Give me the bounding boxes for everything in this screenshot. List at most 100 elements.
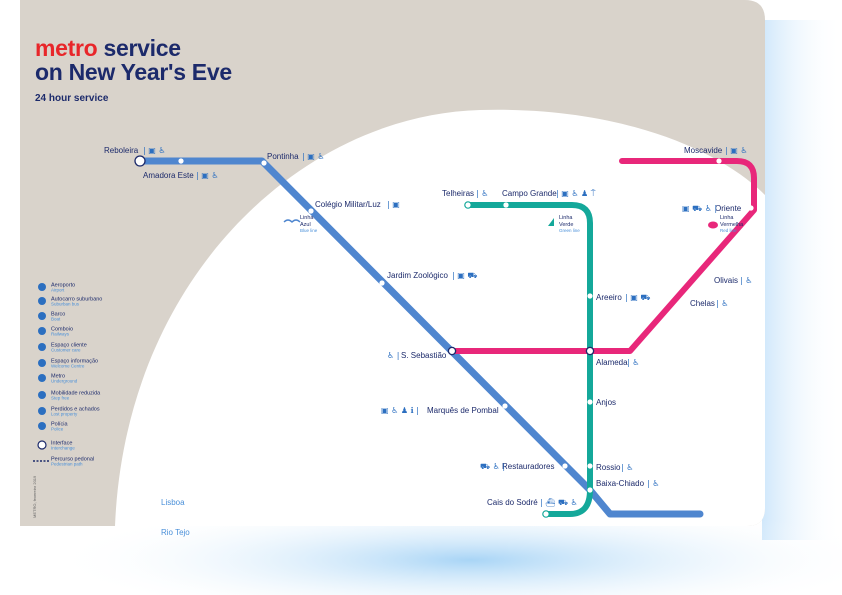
station-chelas: Chelas xyxy=(690,299,715,308)
line-red-name-en: Red line xyxy=(720,228,737,233)
legend-sublabel: Underground xyxy=(51,379,78,384)
line-blue-name-en: Blue line xyxy=(300,228,318,233)
boat-icon xyxy=(38,312,46,320)
rossio-icons: | ♿ xyxy=(621,463,633,472)
line-red-name: Vermelha xyxy=(720,222,744,228)
legend-sublabel: Welcome Centre xyxy=(51,364,85,369)
bus-icon xyxy=(38,297,46,305)
line-blue-prefix: Linha xyxy=(300,215,314,221)
station-oriente: Oriente xyxy=(715,204,742,213)
station-dot xyxy=(379,280,385,286)
station-sebastiao: S. Sebastião xyxy=(401,351,447,360)
legend-label: Metro xyxy=(51,374,65,380)
station-dot xyxy=(562,463,568,469)
station-moscavide: Moscavide xyxy=(684,146,723,155)
station-alameda: Alameda xyxy=(596,358,628,367)
station-dot xyxy=(716,158,722,164)
station-dot xyxy=(587,487,593,493)
jardim-icons: | ▣ ⛟ xyxy=(452,271,477,280)
legend-sublabel: Customer care xyxy=(51,348,81,353)
legend-sublabel: Boat xyxy=(51,317,61,322)
legend-label: Autocarro suburbano xyxy=(51,297,102,303)
legend-sublabel: Pedestrian path xyxy=(51,462,83,467)
page-subtitle: 24 hour service xyxy=(35,93,109,104)
reboleira-icons: | ▣ ♿ xyxy=(143,146,166,155)
oriente-icons: ▣ ⛟ ♿ | xyxy=(682,204,717,213)
page-title: metro service on New Year's Eve xyxy=(35,36,232,84)
station-colegio: Colégio Militar/Luz xyxy=(315,200,381,209)
line-marker-green: Linha Verde Green line xyxy=(548,215,580,233)
restauradores-icons: ⛟ ♿ | xyxy=(480,462,505,471)
station-areeiro: Areeiro xyxy=(596,293,622,302)
title-brand: metro xyxy=(35,35,98,61)
line-red-prefix: Linha xyxy=(720,215,734,221)
compass-icon xyxy=(708,221,718,229)
station-amadora: Amadora Este xyxy=(143,171,194,180)
title-rest: service xyxy=(97,35,181,61)
station-dot xyxy=(308,208,314,214)
legend-label: Polícia xyxy=(51,422,68,428)
telheiras-terminus xyxy=(464,201,472,209)
station-dot xyxy=(178,158,184,164)
legend-sublabel: Railways xyxy=(51,332,70,337)
station-dot xyxy=(706,270,712,276)
legend-label: Barco xyxy=(51,312,65,318)
station-baixa: Baixa-Chiado xyxy=(596,479,645,488)
station-dot xyxy=(587,399,593,405)
police-icon xyxy=(38,422,46,430)
olivais-icons: | ♿ xyxy=(740,276,752,285)
city-area xyxy=(115,109,765,526)
station-restauradores: Restauradores xyxy=(502,462,554,471)
station-caisdosodre: Cais do Sodré xyxy=(487,498,538,507)
metro-icon xyxy=(38,374,46,382)
green-line xyxy=(465,202,593,517)
station-dot xyxy=(682,295,688,301)
station-anjos: Anjos xyxy=(596,398,616,407)
right-water-glow xyxy=(762,20,842,540)
campogrande-dot xyxy=(503,202,509,208)
legend-label: Perdidos e achados xyxy=(51,407,100,413)
river-label: Rio Tejo xyxy=(161,528,190,537)
baixa-icons: | ♿ xyxy=(647,479,659,488)
telheiras-icons: | ♿ xyxy=(476,189,488,198)
legend-label: Espaço informação xyxy=(51,359,98,365)
station-dot xyxy=(587,293,593,299)
chelas-icons: | ♿ xyxy=(716,299,728,308)
seagull-icon xyxy=(283,219,301,223)
red-line xyxy=(449,158,757,354)
legend-label: Interface xyxy=(51,441,72,447)
moscavide-icons: | ▣ ♿ xyxy=(725,146,748,155)
line-marker-blue: Linha Azul Blue line xyxy=(283,215,318,233)
colegio-icons: | ▣ xyxy=(387,200,400,209)
legend-sublabel: Interchange xyxy=(51,446,75,451)
station-reboleira: Reboleira xyxy=(104,146,139,155)
station-telheiras: Telheiras xyxy=(442,189,474,198)
city-label: Lisboa xyxy=(161,498,185,507)
station-dot xyxy=(502,403,508,409)
legend-sublabel: Suburban bus xyxy=(51,302,80,307)
airplane-icon xyxy=(38,283,46,291)
station-marques: Marquês de Pombal xyxy=(427,406,499,415)
sebastiao-interchange xyxy=(447,346,457,356)
legend-label: Mobilidade reduzida xyxy=(51,391,101,397)
alameda-interchange xyxy=(585,346,595,356)
caisdosodre-icons: | ⛴ ⛟ ♿ xyxy=(540,498,578,507)
legend-sublabel: Police xyxy=(51,427,64,432)
campogrande-icons: | ▣ ♿ ♟ ⍑ xyxy=(556,189,596,198)
caisdosodre-terminus xyxy=(542,510,550,518)
station-labels: Reboleira | ▣ ♿ Amadora Este | ▣ ♿ Ponti… xyxy=(104,146,752,507)
lost-property-icon xyxy=(38,407,46,415)
legend-label: Comboio xyxy=(51,327,73,333)
legend-sublabel: Airport xyxy=(51,288,65,293)
train-icon xyxy=(38,327,46,335)
line-green-name: Verde xyxy=(559,222,573,228)
